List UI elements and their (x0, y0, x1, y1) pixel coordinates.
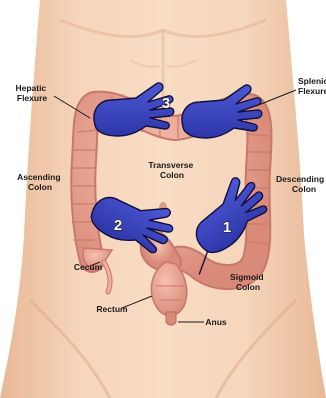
step-number-2: 2 (114, 217, 122, 234)
label-splenic-flexure: Splenic Flexure (298, 76, 326, 96)
label-hepatic-flexure: Hepatic Flexure (15, 83, 48, 103)
label-rectum: Rectum (96, 304, 128, 314)
step-number-1: 1 (223, 219, 231, 236)
label-anus: Anus (205, 317, 227, 327)
step-number-3: 3 (162, 95, 170, 112)
label-cecum: Cecum (74, 262, 103, 272)
